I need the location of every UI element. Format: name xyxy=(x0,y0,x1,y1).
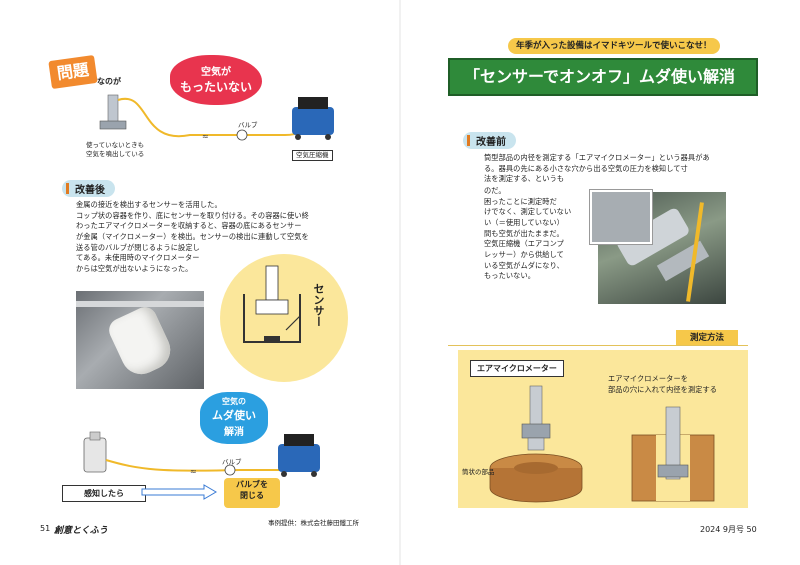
before-text-narrow: のだ。 困ったことに測定時だ けでなく、測定していない い（＝使用していない） … xyxy=(484,186,594,282)
air-wasted-bubble: 空気が もったいない xyxy=(170,55,262,105)
problem-badge: 問題 xyxy=(48,54,98,90)
before-text-line: もったいない。 xyxy=(484,271,536,281)
after-text-line: わったエアマイクロメーターを収納すると、容器の底にあるセンサー xyxy=(76,221,302,231)
issue-year: 2024 xyxy=(700,525,721,534)
bottom-compressor-tank xyxy=(278,444,320,472)
before-text-line: 間も空気が出たままだ。 xyxy=(484,228,564,238)
waste-line2: ムダ使い xyxy=(212,409,256,422)
method-note: エアマイクロメーターを 部品の穴に入れて内径を測定する xyxy=(608,374,717,395)
cross-section-illustration xyxy=(631,406,715,502)
before-text-line: いる空気がムダになり、 xyxy=(484,260,564,270)
kicker: 年季が入った設備はイマドキツールで使いこなせ！ xyxy=(508,38,720,54)
after-text-line: コップ状の容器を作り、底にセンサーを取り付ける。その容器に使い終 xyxy=(76,210,309,220)
page-gutter xyxy=(399,0,401,565)
compressor-tank xyxy=(292,107,334,135)
after-text: 金属の接近を検出するセンサーを活用した。 コップ状の容器を作り、底にセンサーを取… xyxy=(76,200,376,275)
after-heading-text: 改善後 xyxy=(75,185,105,196)
micrometer-base xyxy=(99,120,127,130)
right-page-number: 50 xyxy=(746,525,757,534)
valve-label-bottom: バルブ xyxy=(222,458,242,466)
sensor-chip xyxy=(264,336,280,342)
method-note-line1: エアマイクロメーターを xyxy=(608,374,689,383)
problem-badge-suffix: なのが xyxy=(97,77,121,86)
air-system-illustration: ≈ xyxy=(99,94,334,141)
sensor-bottle xyxy=(83,437,107,473)
waste-line3: 解消 xyxy=(224,427,244,438)
unused-note-line1: 使っていないときも xyxy=(86,141,145,149)
before-text-line: けでなく、測定していない xyxy=(484,207,572,217)
credit: 事例提供：株式会社藤田鐵工所 xyxy=(268,519,359,527)
valve-label-top: バルブ xyxy=(238,121,258,129)
zoom-inset xyxy=(590,190,652,244)
svg-text:≈: ≈ xyxy=(202,132,209,141)
before-text-line: 空気圧縮機（エアコンプ xyxy=(484,239,564,249)
valve-close-line2: 閉じる xyxy=(240,490,264,500)
title-banner: 「センサーでオンオフ」ムダ使い解消 xyxy=(448,58,758,96)
method-note-line2: 部品の穴に入れて内径を測定する xyxy=(608,384,718,394)
air-wasted-line1: 空気が xyxy=(201,67,231,78)
before-text-line: のだ。 xyxy=(484,186,506,195)
title-text: 「センサーでオンオフ」ムダ使い解消 xyxy=(464,67,736,86)
method-panel: エアマイクロメーター 筒状の部品 エアマイクロメーターを 部品の穴に入れて内径を… xyxy=(458,350,748,508)
bottom-valve-symbol xyxy=(224,464,236,476)
before-text-full: 筒型部品の内径を測定する「エアマイクロメーター」という器具があ る。器具の先にあ… xyxy=(484,153,764,185)
sensor-cross-section xyxy=(243,265,301,343)
before-heading: 改善前 xyxy=(463,132,516,149)
before-text-line: レッサー）から供給して xyxy=(484,249,564,259)
micrometer-body xyxy=(107,94,119,124)
before-text-line: 法を測定する、というも xyxy=(484,174,565,184)
waste-line1: 空気の xyxy=(222,397,246,406)
sensor-detail-circle xyxy=(220,254,348,382)
waste-solved-bubble: 空気の ムダ使い 解消 xyxy=(200,392,268,444)
after-text-line: からは空気が出ないようになった。 xyxy=(76,263,193,273)
valve-symbol xyxy=(236,129,248,141)
after-text-line: 金属の接近を検出するセンサーを活用した。 xyxy=(76,200,222,209)
compressor-label-top: 空気圧縮機 xyxy=(292,150,333,161)
method-divider xyxy=(448,345,748,346)
issue-month: 9月号 xyxy=(722,525,744,534)
before-text-line: る。器具の先にある小さな穴から出る空気の圧力を検知して寸 xyxy=(484,163,688,173)
after-text-line: てある。未使用時のマイクロメーター xyxy=(76,253,200,263)
svg-text:≈: ≈ xyxy=(190,467,197,476)
bottom-air-system-illustration: ≈ xyxy=(83,431,320,477)
valve-close-box: バルブを 閉じる xyxy=(224,478,280,508)
after-text-line: が金属（マイクロメーター）を検出。センサーの検出に連動して空気を xyxy=(76,231,309,241)
kicker-text: 年季が入った設備はイマドキツールで使いこなせ！ xyxy=(516,41,712,51)
valve-close-line1: バルブを xyxy=(236,480,268,489)
magazine-name: 創意とくふう xyxy=(54,526,108,536)
air-wasted-line2: もったいない xyxy=(179,80,252,94)
before-heading-text: 改善前 xyxy=(476,137,506,148)
before-text-line: い（＝使用していない） xyxy=(484,217,564,227)
detected-label: 感知したら xyxy=(62,485,146,502)
unused-note-line2: 空気を噴出している xyxy=(86,149,145,158)
unused-note: 使っていないときも 空気を噴出している xyxy=(86,141,144,159)
left-page-number: 51 xyxy=(40,524,51,533)
part-label: 筒状の部品 xyxy=(462,468,495,476)
before-text-line: 困ったことに測定時だ xyxy=(484,196,557,206)
before-text-line: 筒型部品の内径を測定する「エアマイクロメーター」という器具があ xyxy=(484,153,710,162)
issue-info: 2024 9月号 50 xyxy=(700,524,757,535)
air-hose xyxy=(117,97,311,138)
after-heading: 改善後 xyxy=(62,180,115,197)
method-tab-text: 測定方法 xyxy=(689,333,724,343)
problem-badge-text: 問題 xyxy=(55,59,91,84)
sensor-label: センサー xyxy=(312,283,325,327)
after-text-line: 送る管のバルブが閉じるように設定し xyxy=(76,242,200,252)
method-tab: 測定方法 xyxy=(676,330,738,346)
micrometer-in-part-illustration xyxy=(489,385,583,503)
compressor-motor xyxy=(298,97,328,109)
micrometer-box: エアマイクロメーター xyxy=(470,360,564,377)
arrow-icon xyxy=(141,484,217,500)
sensor-container-photo xyxy=(76,291,204,389)
